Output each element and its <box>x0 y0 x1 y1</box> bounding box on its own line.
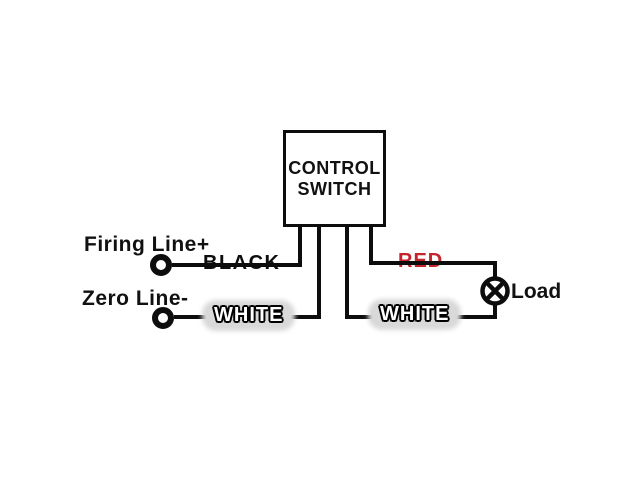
red-wire-horizontal <box>369 261 497 265</box>
black-wire-lead <box>298 227 302 267</box>
control-switch-label-line1: CONTROL <box>288 157 381 178</box>
black-wire-label: BLACK <box>203 252 281 274</box>
white-left-wire-label: WHITE <box>206 304 292 327</box>
lamp-icon <box>479 275 511 312</box>
control-switch-box: CONTROL SWITCH <box>283 130 386 227</box>
white-left-wire-lead <box>317 227 321 319</box>
zero-line-terminal-icon <box>152 307 174 329</box>
white-right-wire-lead <box>345 227 349 319</box>
control-switch-label-line2: SWITCH <box>297 178 372 199</box>
load-label: Load <box>511 280 562 303</box>
white-right-wire-label: WHITE <box>372 303 458 326</box>
zero-line-label: Zero Line- <box>82 287 189 310</box>
firing-line-label: Firing Line+ <box>84 233 210 256</box>
lamp-top-wire <box>493 261 497 280</box>
red-wire-lead <box>369 227 373 265</box>
lamp-bottom-wire <box>493 302 497 319</box>
firing-line-terminal-icon <box>150 254 172 276</box>
black-wire-horizontal <box>172 263 302 267</box>
